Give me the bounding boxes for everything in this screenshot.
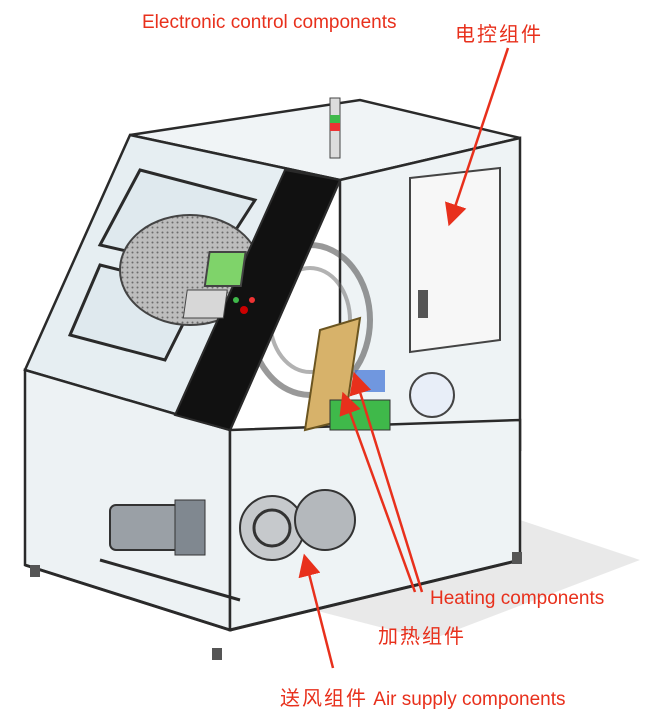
control-panel [173,168,342,432]
electrical-cabinet [409,166,501,418]
motor [109,499,206,556]
hmi-screen [203,251,247,287]
start-button [233,297,239,303]
arrow-heating-2 [339,391,417,593]
label-air-supply-cn: 送风组件 [280,686,368,710]
label-air-supply-en: Air supply components [373,689,566,710]
base-rails [24,558,521,632]
arrow-electronic [445,47,510,227]
arrow-air [298,553,335,669]
label-heating: Heating components [430,588,605,609]
stop-button [249,297,255,303]
label-electronic-control-cn: 电控组件 [455,22,543,46]
blower [239,489,356,561]
button-panel [182,289,228,319]
label-air-supply: 送风组件 Air supply components [280,682,566,711]
label-heating-cn: 加热组件 [378,624,466,648]
leveling-feet [30,552,522,660]
arrow-heating-1 [349,371,424,593]
emergency-button [240,306,248,314]
label-electronic-control: Electronic control components [142,12,397,33]
